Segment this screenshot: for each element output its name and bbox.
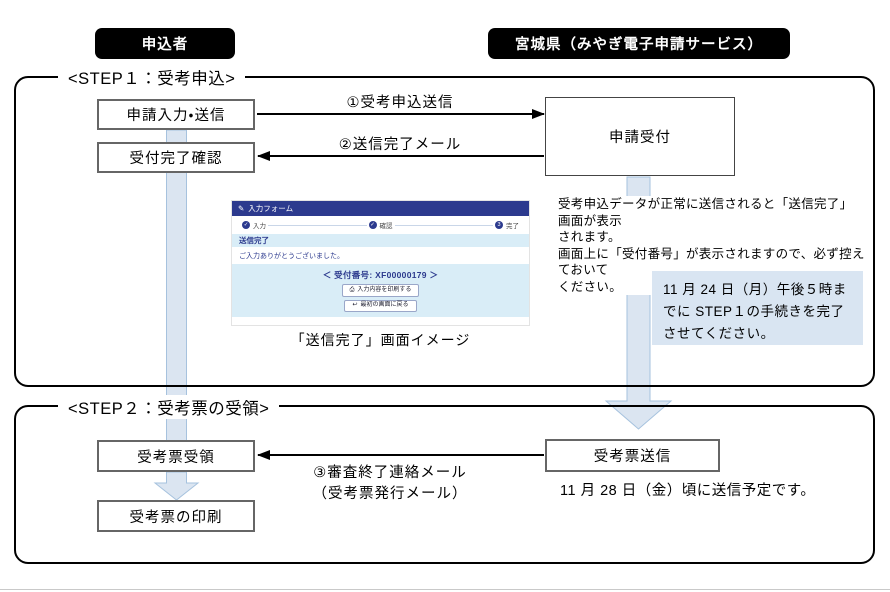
progress-step-input: ✓ 入力 <box>240 220 268 230</box>
note-line: 画面上に「受付番号」が表示されますので、必ず控えておいて <box>558 246 865 278</box>
note-line: 受考申込データが正常に送信されると「送信完了」画面が表示 <box>558 197 853 228</box>
box-reception-complete-check: 受付完了確認 <box>97 142 255 173</box>
arrowhead-right-icon <box>532 108 545 119</box>
progress-connector <box>394 224 493 226</box>
receipt-area: ＜ 受付番号: XF00000179 ＞ ⎙ 入力内容を印刷する ↩ 最初の画面… <box>232 264 529 317</box>
page-bottom-rule <box>0 589 890 590</box>
edit-icon: ✎ <box>238 204 245 213</box>
arrow-application-send <box>257 108 545 119</box>
arrow-review-complete-mail <box>257 449 544 460</box>
form-header-bar: ✎ 入力フォーム <box>232 201 529 216</box>
arrow1-label: ①受考申込送信 <box>346 95 454 111</box>
box-application-input-send: 申請入力・送信 <box>97 99 255 130</box>
progress-step-label: 入力 <box>253 223 266 230</box>
step1-title: <STEP１：受考申込> <box>58 65 246 89</box>
check-icon: ✓ <box>368 221 377 229</box>
box-exam-ticket-print: 受考票の印刷 <box>97 500 255 532</box>
progress-step-confirm: ✓ 確認 <box>366 220 395 230</box>
form-title: 入力フォーム <box>248 204 294 213</box>
lane-header-applicant: 申込者 <box>95 28 235 59</box>
card-footer <box>232 317 529 325</box>
arrow3-label-line: （受考票発行メール） <box>312 486 468 502</box>
progress-step-label: 確認 <box>379 223 393 230</box>
progress-step-label: 完了 <box>506 223 519 230</box>
step2-title: <STEP２：受考票の受領> <box>58 395 280 419</box>
arrow3-label: ③審査終了連絡メール （受考票発行メール） <box>280 461 500 503</box>
printer-icon: ⎙ <box>349 286 355 293</box>
arrowhead-left-icon <box>257 449 270 460</box>
screenshot-caption: 「送信完了」画面イメージ <box>290 332 471 348</box>
box-exam-ticket-send: 受考票送信 <box>545 439 720 472</box>
note-line: ください。 <box>558 279 623 294</box>
progress-steps: ✓ 入力 ✓ 確認 3 完了 <box>232 216 529 234</box>
applicant-flow-arrowhead <box>153 471 200 501</box>
receipt-number: ＜ 受付番号: XF00000179 ＞ <box>322 270 439 281</box>
step1-deadline-box: 11 月 24 日（月）午後５時までに STEP１の手続きを完了させてください。 <box>652 271 863 345</box>
box-exam-ticket-receive: 受考票受領 <box>97 440 255 472</box>
note-line: されます。 <box>558 230 621 244</box>
thanks-message: ご入力ありがとうございました。 <box>232 247 529 264</box>
print-contents-button: ⎙ 入力内容を印刷する <box>341 284 420 297</box>
back-to-first-screen-button: ↩ 最初の画面に戻る <box>344 299 417 312</box>
check-icon: ✓ <box>242 221 250 229</box>
arrow2-label: ②送信完了メール <box>338 137 462 153</box>
box-application-reception: 申請受付 <box>545 97 735 176</box>
progress-connector <box>268 224 367 226</box>
back-icon: ↩ <box>352 302 358 308</box>
send-complete-status-bar: 送信完了 <box>232 234 529 247</box>
send-complete-screen-image: ✎ 入力フォーム ✓ 入力 ✓ 確認 3 完了 送信完了 ご入力ありがとうござい… <box>231 200 530 326</box>
arrowhead-left-icon <box>257 150 270 161</box>
progress-step-done: 3 完了 <box>493 220 521 230</box>
lane-header-service: 宮城県（みやぎ電子申請サービス） <box>488 28 790 59</box>
print-button-label: 入力内容を印刷する <box>357 286 412 293</box>
back-button-label: 最初の画面に戻る <box>360 302 409 308</box>
send-schedule-note: 11 月 28 日（金）頃に送信予定です。 <box>560 483 816 499</box>
arrow-send-complete-mail <box>257 150 544 161</box>
arrow3-label-line: ③審査終了連絡メール <box>313 465 467 481</box>
current-step-icon: 3 <box>495 221 503 229</box>
